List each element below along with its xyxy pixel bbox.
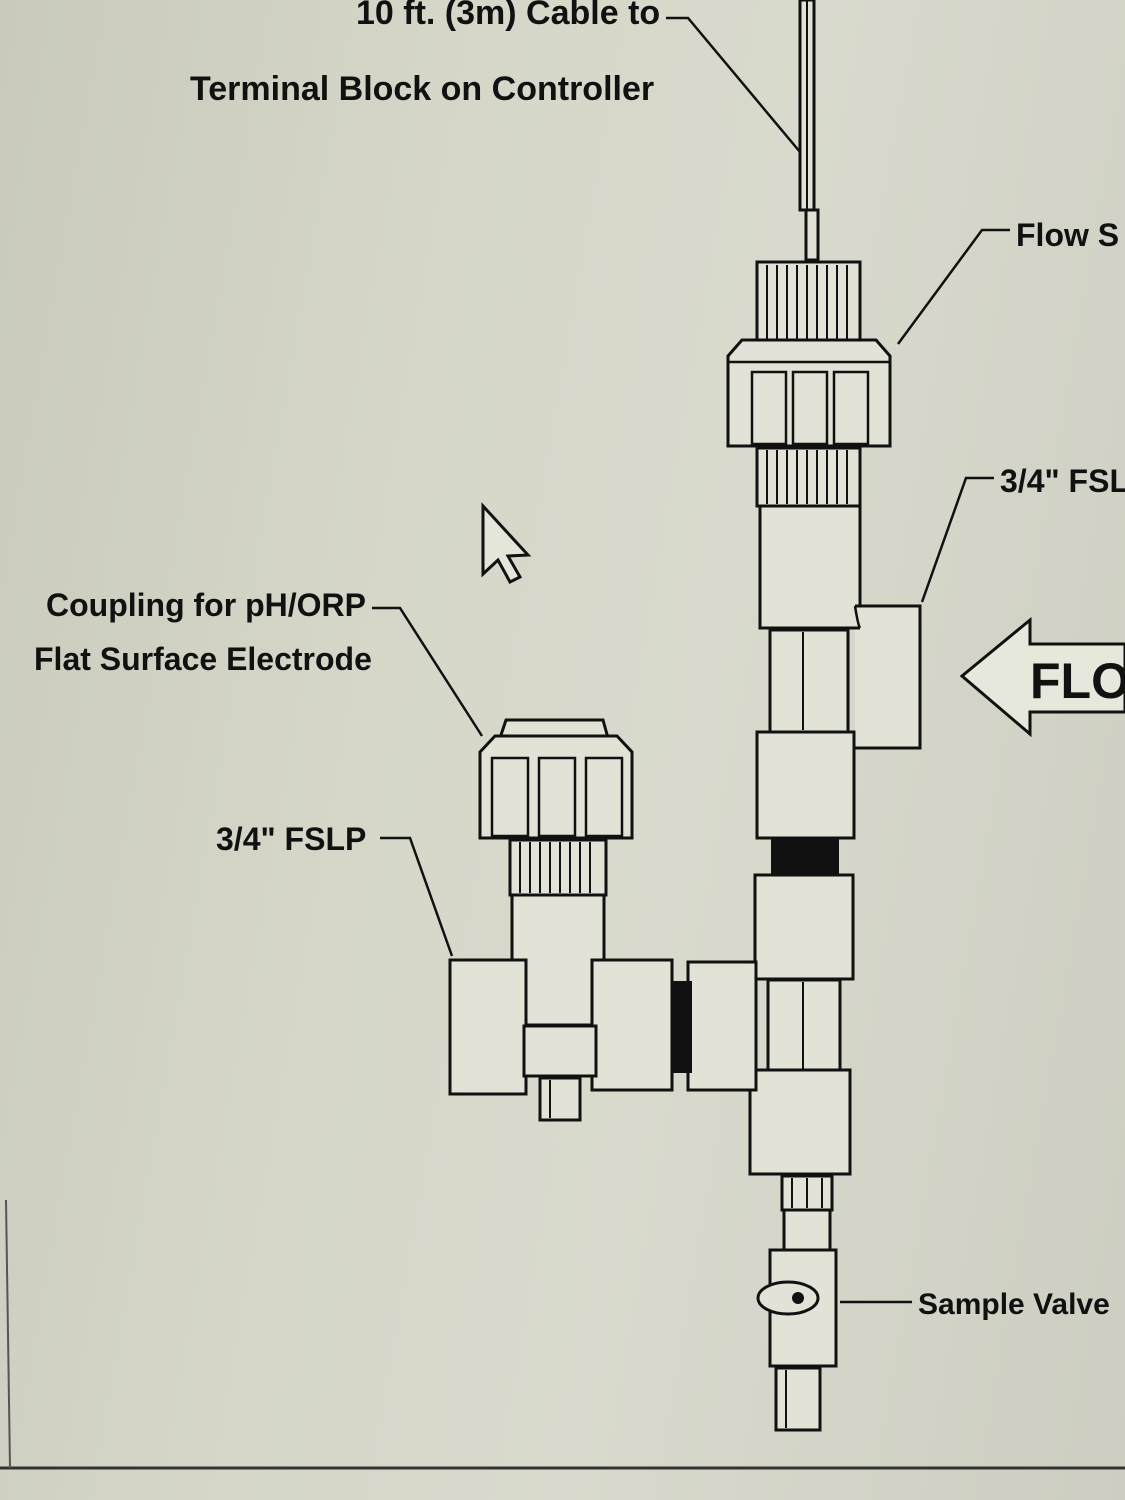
knurl-lines-top — [766, 265, 848, 340]
cable-label-line1: 10 ft. (3m) Cable to — [356, 0, 660, 32]
coupling-label-line1: Coupling for pH/ORP — [46, 587, 366, 623]
tee-fitting-right — [748, 504, 922, 1252]
flow-arrow-label: FLO — [1030, 653, 1125, 709]
fslp-right-label: 3/4" FSL — [1000, 463, 1125, 499]
leader-lines — [372, 16, 1010, 1304]
cable-label-line2: Terminal Block on Controller — [190, 70, 654, 108]
flow-sensor-assembly — [726, 260, 892, 508]
sensor-cable — [798, 0, 820, 262]
flow-sensor-label: Flow S — [1016, 217, 1119, 253]
knurl-lines-bottom — [766, 450, 848, 504]
sample-valve — [756, 1248, 838, 1432]
coupling-label-line2: Flat Surface Electrode — [34, 641, 372, 677]
screen-left-edge — [5, 1199, 11, 1469]
fslp-left-label: 3/4" FSLP — [216, 821, 366, 857]
electrode-coupling-assembly — [448, 718, 674, 1122]
flow-direction-arrow: FLO — [959, 616, 1125, 738]
horizontal-pipe — [666, 960, 758, 1092]
sample-valve-label: Sample Valve — [918, 1288, 1110, 1321]
mouse-pointer-icon — [481, 502, 532, 584]
